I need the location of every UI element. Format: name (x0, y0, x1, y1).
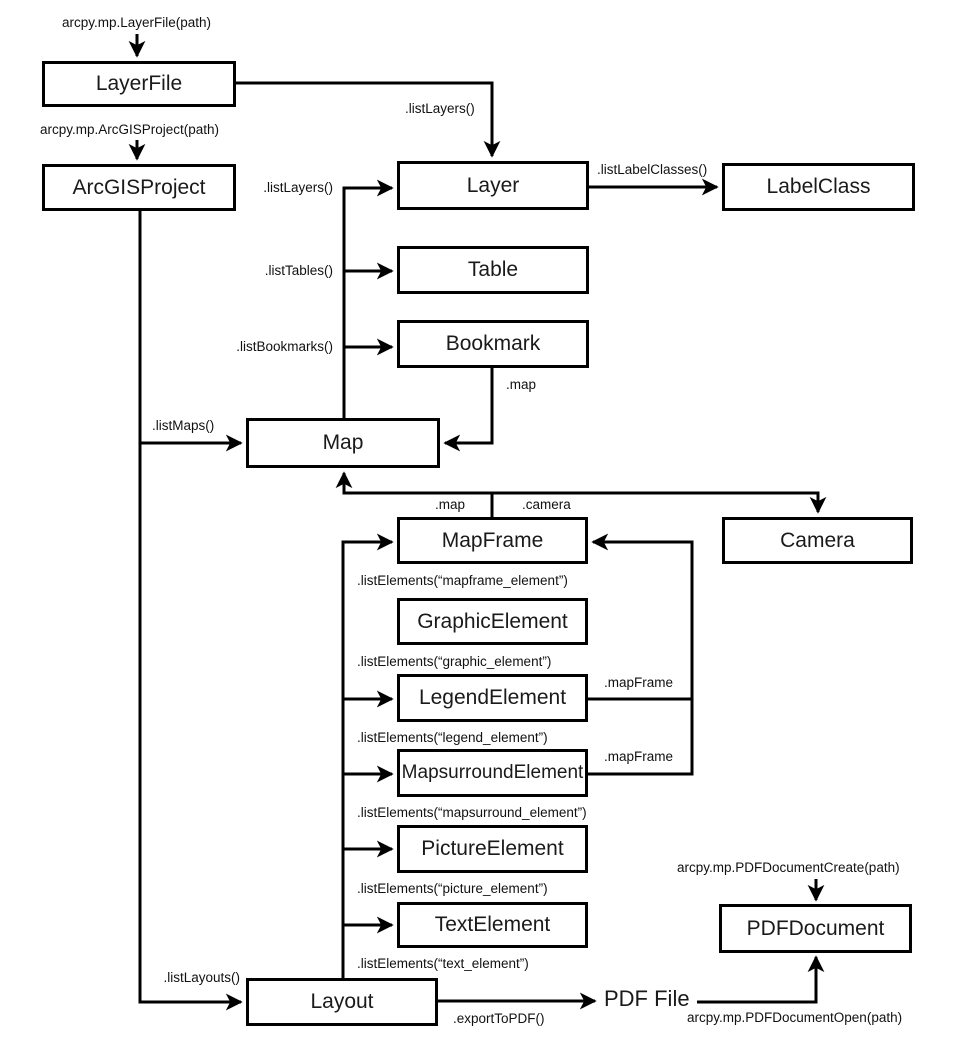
label-legend-mapframe: .mapFrame (604, 675, 674, 690)
node-map: Map (246, 418, 440, 468)
edge-mapframe-to-map (335, 471, 492, 495)
edge-bookmark-to-map (443, 368, 494, 452)
label-exporttopdf: .exportToPDF() (453, 1011, 545, 1026)
node-layer: Layer (397, 161, 589, 210)
label-listelements-text: .listElements(“text_element”) (357, 956, 529, 971)
node-table: Table (397, 246, 589, 294)
node-pictureelement: PictureElement (397, 825, 588, 873)
node-camera: Camera (722, 517, 913, 564)
label-bookmark-map: .map (506, 377, 537, 392)
node-layout: Layout (246, 978, 438, 1026)
edge-layout-to-mapframe (341, 533, 394, 978)
label-listlayouts: .listLayouts() (163, 970, 240, 985)
edge-pdffile-to-pdfdocument (697, 955, 825, 1004)
node-mapsurroundelement: MapsurroundElement (397, 749, 588, 797)
node-textelement: TextElement (397, 902, 588, 948)
label-listbookmarks: .listBookmarks() (236, 339, 333, 354)
edge-layerfile-to-layer (236, 81, 501, 158)
node-bookmark: Bookmark (397, 320, 589, 368)
node-pdf-file: PDF File (604, 986, 690, 1011)
edge-map-to-layer (342, 179, 394, 418)
label-ctor-pdfdocument-open: arcpy.mp.PDFDocumentOpen(path) (687, 1010, 903, 1025)
label-listelements-legend: .listElements(“legend_element”) (357, 730, 548, 745)
label-listelements-picture: .listElements(“picture_element”) (357, 881, 548, 896)
label-listlayers-from-layerfile: .listLayers() (405, 101, 475, 116)
node-mapframe: MapFrame (397, 517, 588, 564)
label-listelements-mapframe: .listElements(“mapframe_element”) (357, 573, 568, 588)
label-mapframe-camera: .camera (522, 497, 571, 512)
label-ctor-arcgisproject: arcpy.mp.ArcGISProject(path) (40, 122, 220, 137)
label-listelements-mapsurround: .listElements(“mapsurround_element”) (357, 805, 587, 820)
node-arcgisproject: ArcGISProject (42, 164, 236, 211)
label-ctor-layerfile: arcpy.mp.LayerFile(path) (62, 15, 212, 30)
node-labelclass: LabelClass (722, 163, 915, 211)
edge-project-to-layout (138, 211, 243, 1011)
edge-mapframe-to-camera (492, 491, 827, 514)
edge-mapsurround-to-mapframe (588, 533, 694, 776)
label-listtables: .listTables() (264, 263, 333, 278)
label-mapsurround-mapframe: .mapFrame (604, 749, 674, 764)
node-pdfdocument: PDFDocument (719, 904, 912, 953)
label-mapframe-map: .map (434, 497, 465, 512)
label-ctor-pdfdocument-create: arcpy.mp.PDFDocumentCreate(path) (677, 860, 900, 875)
label-listlabelclasses: .listLabelClasses() (597, 162, 708, 177)
label-listelements-graphic: .listElements(“graphic_element”) (357, 654, 552, 669)
label-listlayers-from-map: .listLayers() (263, 180, 333, 195)
node-legendelement: LegendElement (397, 674, 588, 722)
label-listmaps: .listMaps() (152, 418, 215, 433)
node-layerfile: LayerFile (42, 61, 236, 107)
node-graphicelement: GraphicElement (397, 598, 588, 645)
